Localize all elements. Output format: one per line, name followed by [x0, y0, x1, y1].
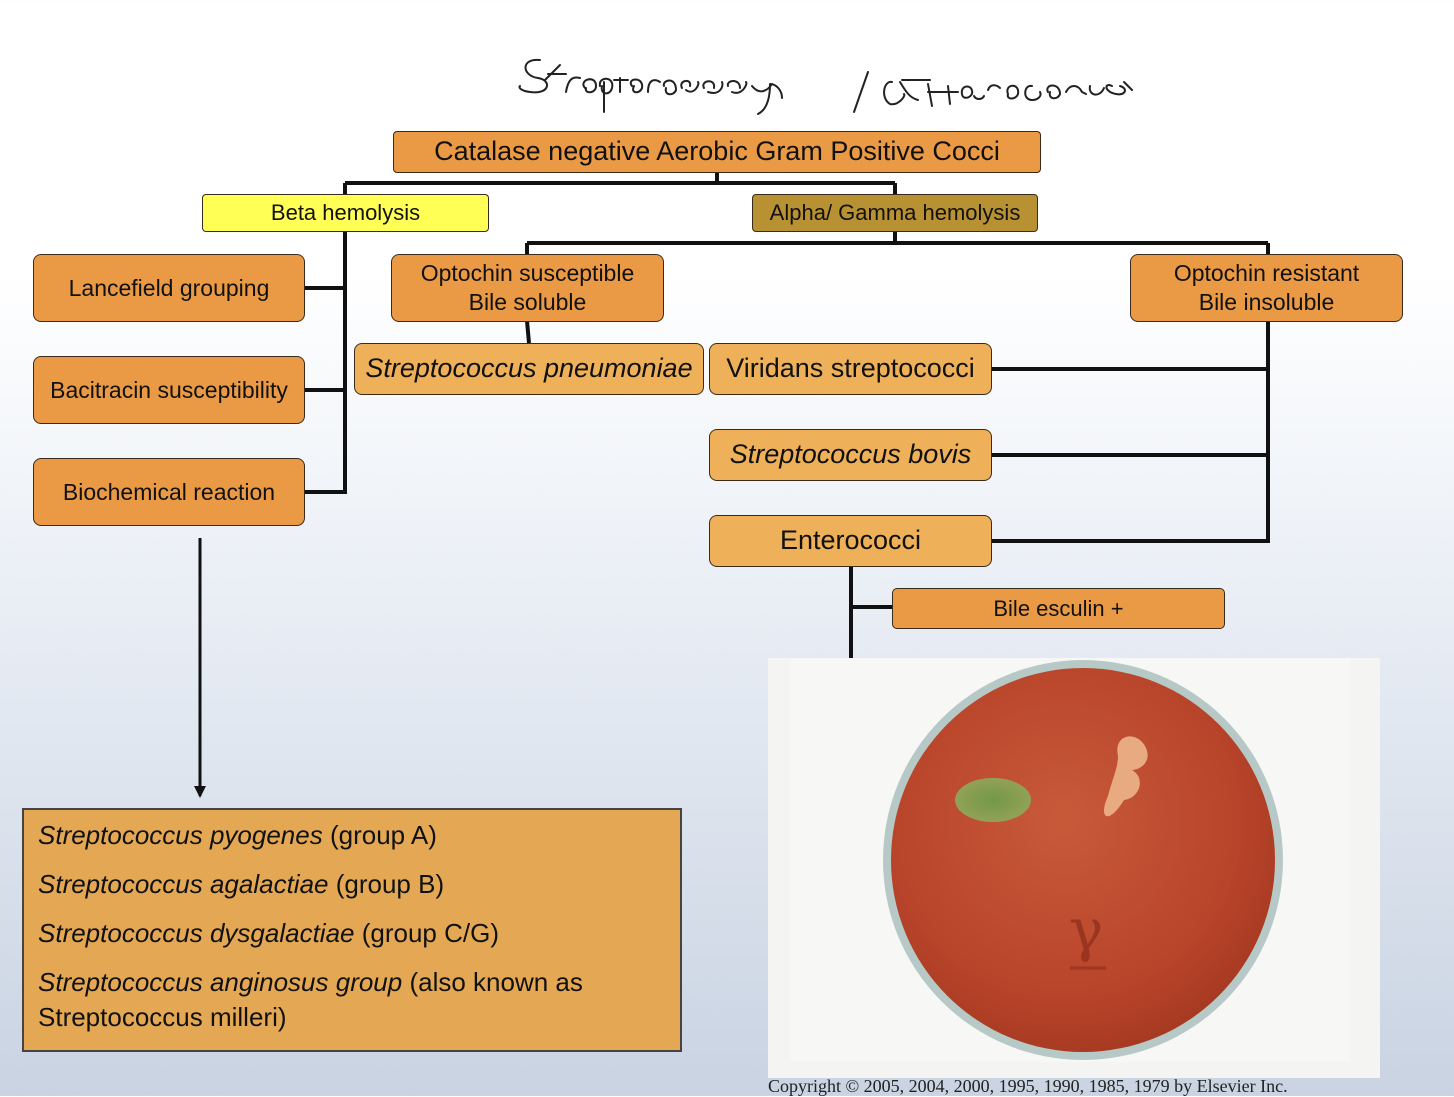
bacitracin-susceptibility-label: Bacitracin susceptibility	[50, 376, 288, 403]
lancefield-grouping-node: Lancefield grouping	[33, 254, 305, 322]
beta-hemolysis-label: Beta hemolysis	[270, 200, 421, 226]
bacitracin-susceptibility-node: Bacitracin susceptibility	[33, 356, 305, 424]
alpha-gamma-hemolysis-label: Alpha/ Gamma hemolysis	[769, 200, 1021, 226]
root-label: Catalase negative Aerobic Gram Positive …	[434, 136, 1000, 167]
optochin-resistant-node: Optochin resistant Bile insoluble	[1130, 254, 1403, 322]
alpha-gamma-hemolysis-node: Alpha/ Gamma hemolysis	[752, 194, 1038, 232]
enterococci-node: Enterococci	[709, 515, 992, 567]
blood-agar-plate-image: γ β	[790, 658, 1350, 1062]
optochin-susceptible-node: Optochin susceptible Bile soluble	[391, 254, 664, 322]
optochin-resistant-label: Optochin resistant	[1173, 260, 1360, 287]
species-item: Streptococcus agalactiae (group B)	[38, 869, 445, 900]
enterococci-label: Enterococci	[779, 525, 922, 556]
streptococcus-bovis-node: Streptococcus bovis	[709, 429, 992, 481]
handwritten-title	[518, 58, 1133, 115]
viridans-streptococci-node: Viridans streptococci	[709, 343, 992, 395]
bile-insoluble-label: Bile insoluble	[1198, 289, 1335, 315]
beta-hemolysis-node: Beta hemolysis	[202, 194, 489, 232]
streptococcus-pneumoniae-node: Streptococcus pneumoniae	[354, 343, 704, 395]
lancefield-grouping-label: Lancefield grouping	[68, 274, 270, 301]
bile-soluble-label: Bile soluble	[468, 289, 587, 315]
streptococcus-bovis-label: Streptococcus bovis	[729, 439, 972, 470]
root-node: Catalase negative Aerobic Gram Positive …	[393, 131, 1041, 173]
bile-esculin-label: Bile esculin +	[993, 595, 1124, 621]
optochin-susceptible-label: Optochin susceptible	[420, 260, 635, 287]
biochemical-reaction-node: Biochemical reaction	[33, 458, 305, 526]
species-item: Streptococcus dysgalactiae (group C/G)	[38, 918, 500, 949]
copyright-notice: Copyright © 2005, 2004, 2000, 1995, 1990…	[768, 1076, 1288, 1096]
gamma-mark: γ	[1069, 896, 1104, 964]
blood-agar-plate-photo: γ β	[768, 658, 1380, 1078]
species-item: Streptococcus pyogenes (group A)	[38, 820, 437, 850]
bile-esculin-node: Bile esculin +	[892, 588, 1225, 629]
species-item: Streptococcus anginosus group (also know…	[38, 967, 583, 1033]
viridans-streptococci-label: Viridans streptococci	[726, 353, 975, 384]
beta-species-list: Streptococcus pyogenes (group A) Strepto…	[22, 808, 682, 1052]
biochemical-reaction-label: Biochemical reaction	[62, 478, 276, 505]
streptococcus-pneumoniae-label: Streptococcus pneumoniae	[365, 353, 693, 384]
